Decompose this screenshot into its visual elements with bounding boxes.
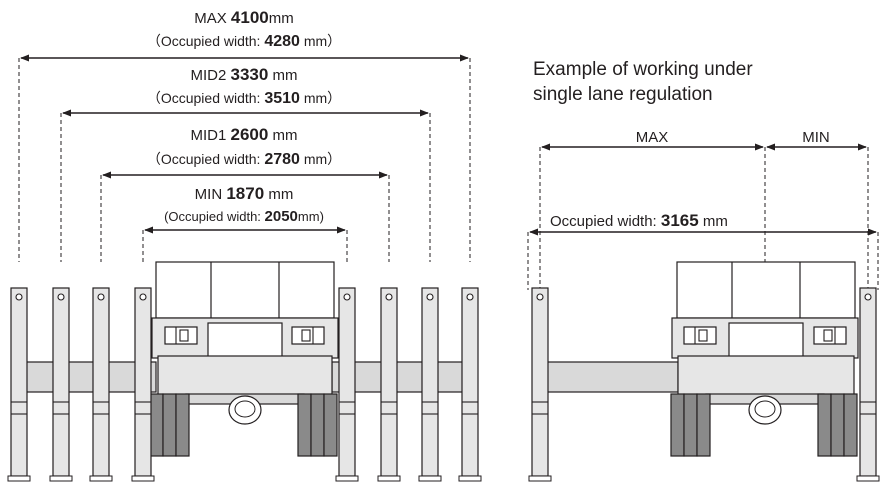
mid1-label: MID1 2600 mm xyxy=(190,125,297,144)
example-right-tires xyxy=(817,393,858,457)
extension-lines xyxy=(18,58,471,262)
example-left-tires xyxy=(670,393,711,457)
mid1-occupied-width: （Occupied width: 2780 mm） xyxy=(147,151,341,168)
left-tires xyxy=(149,393,190,457)
mid2-occupied-width: （Occupied width: 3510 mm） xyxy=(147,90,341,107)
mid2-label: MID2 3330 mm xyxy=(190,65,297,84)
example-min-label: MIN xyxy=(802,129,830,146)
example-title-line-2: single lane regulation xyxy=(533,84,713,105)
example-truck-body xyxy=(671,261,859,397)
truck-body xyxy=(151,261,339,397)
right-diagram: Example of working under single lane reg… xyxy=(527,59,880,482)
example-outrigger-beam xyxy=(545,361,679,393)
example-title-line-1: Example of working under xyxy=(533,59,753,80)
example-occupied-width: Occupied width: 3165 mm xyxy=(550,211,728,230)
max-occupied-width: （Occupied width: 4280 mm） xyxy=(147,33,341,50)
left-diagram: MAX 4100mm （Occupied width: 4280 mm） MID… xyxy=(7,8,482,482)
left-outrigger-beam xyxy=(23,361,157,393)
min-occupied-width: (Occupied width: 2050mm) xyxy=(164,208,324,225)
right-tires xyxy=(297,393,338,457)
right-extension-lines xyxy=(527,147,879,290)
min-label: MIN 1870 mm xyxy=(195,184,294,203)
max-label: MAX 4100mm xyxy=(194,8,294,27)
example-max-label: MAX xyxy=(636,129,669,146)
